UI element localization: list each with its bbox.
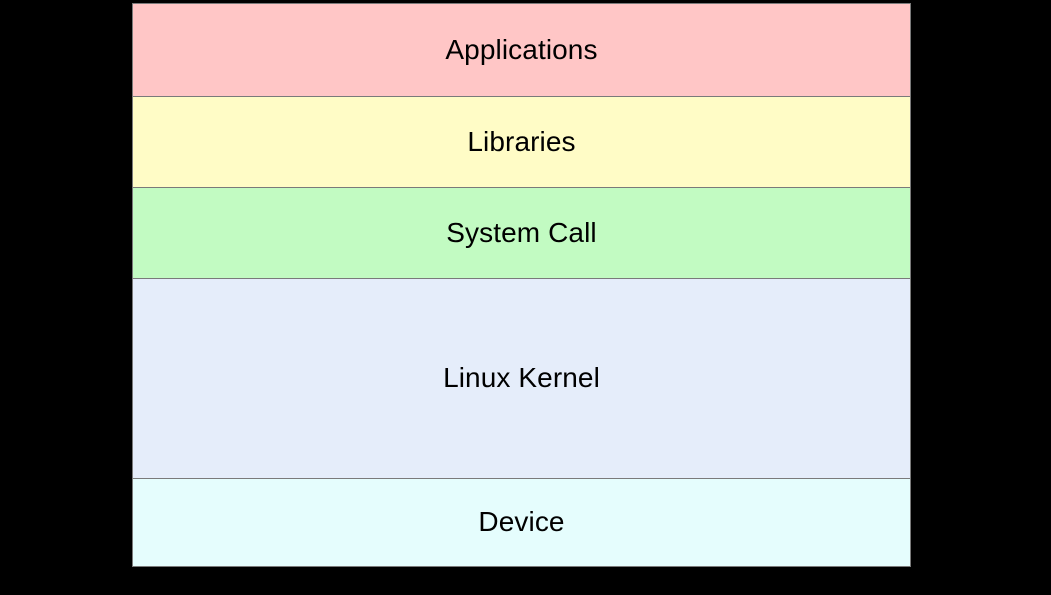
layer-device: Device — [133, 479, 910, 566]
layer-libraries: Libraries — [133, 97, 910, 188]
layer-applications: Applications — [133, 4, 910, 97]
layer-applications-label: Applications — [445, 33, 598, 65]
layer-linux-kernel-label: Linux Kernel — [443, 362, 600, 394]
layer-libraries-label: Libraries — [467, 125, 576, 157]
layer-linux-kernel: Linux Kernel — [133, 279, 910, 479]
layered-architecture-diagram: Applications Libraries System Call Linux… — [132, 3, 911, 567]
layer-system-call-label: System Call — [446, 216, 597, 248]
layer-system-call: System Call — [133, 188, 910, 279]
layer-device-label: Device — [478, 506, 565, 538]
